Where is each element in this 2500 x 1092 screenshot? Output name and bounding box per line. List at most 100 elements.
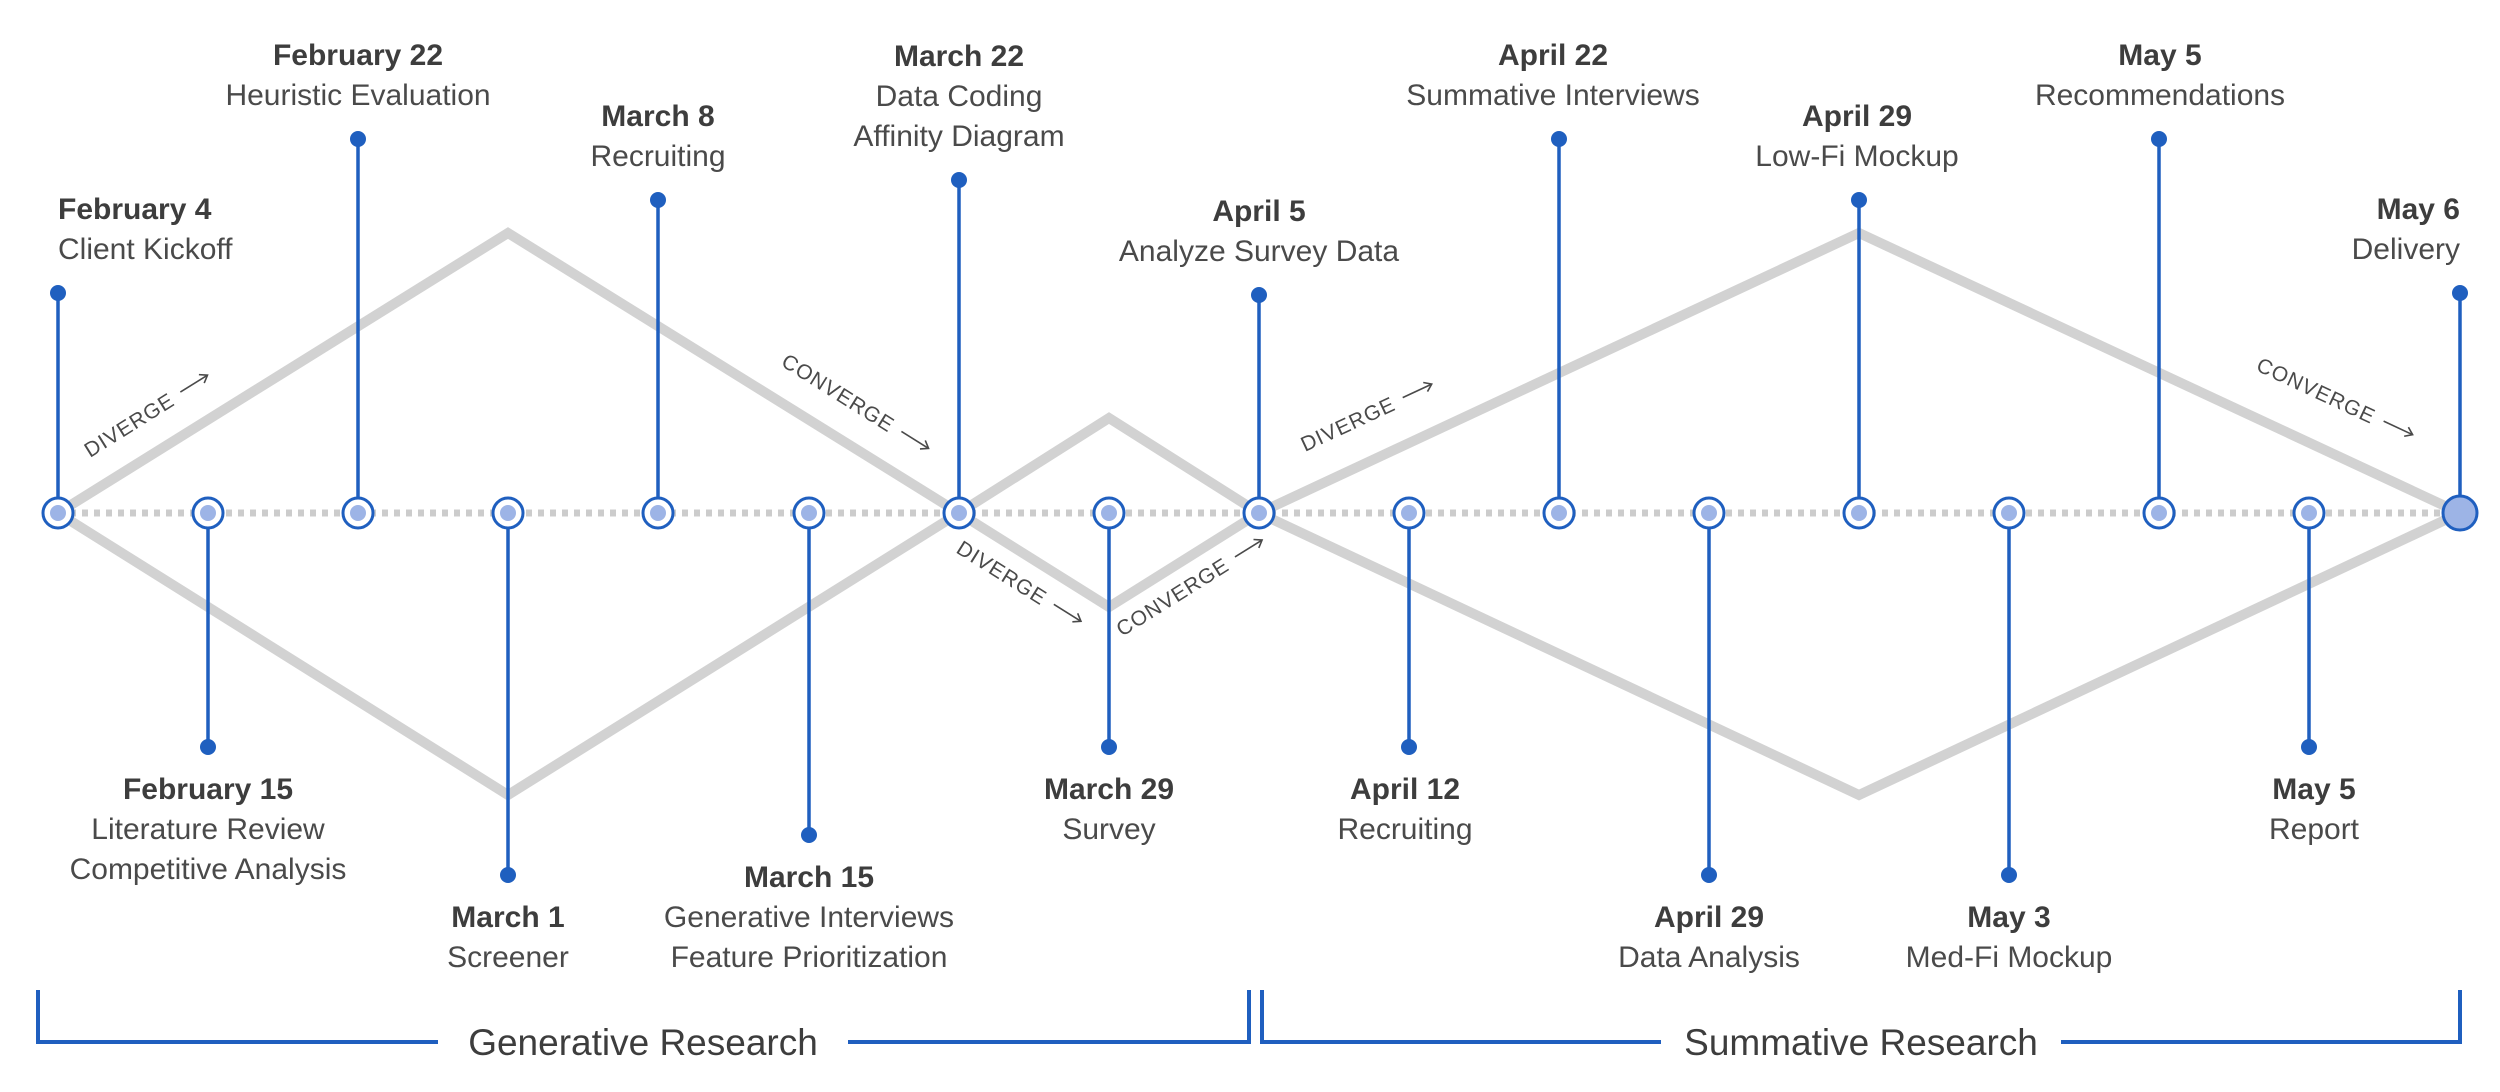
arrow-head-icon [1253,538,1264,549]
converge-text: CONVERGE [2253,354,2379,429]
milestone-6-date: March 15 [744,861,874,894]
milestone-10-end-dot [1401,739,1417,755]
milestone-5-activity-1: Recruiting [590,140,725,173]
milestone-17-date: May 6 [2377,193,2460,226]
arrow-head-icon [1072,613,1083,623]
milestone-7-activity-1: Data Coding [876,80,1043,113]
milestone-5-date: March 8 [601,100,714,133]
diverge-text: DIVERGE [952,537,1050,610]
arrow-line [1234,539,1263,558]
milestone-10-activity-1: Recruiting [1337,813,1472,846]
milestone-13-activity-1: Low-Fi Mockup [1755,140,1958,173]
phase-2-label: Summative Research [1684,1022,2038,1063]
arrow-line [2383,420,2413,436]
milestone-10-label: April 12 Recruiting [1337,773,1472,846]
phase-brackets: Generative Research Summative Research [36,990,2462,1063]
milestone-16-activity-1: Report [2269,813,2360,846]
milestone-11-date: April 22 [1498,39,1608,72]
milestone-4-node-center [500,505,516,521]
milestone-13-label: April 29 Low-Fi Mockup [1755,100,1958,173]
milestone-17-end-dot [2452,285,2468,301]
milestone-6-end-dot [801,827,817,843]
arrow-line [1053,603,1082,622]
diverge-text: DIVERGE [1297,393,1399,457]
milestone-6-activity-2: Feature Prioritization [671,941,948,974]
milestone-7-node-center [951,505,967,521]
milestone-11-label: April 22 Summative Interviews [1406,39,1699,112]
milestone-7-activity-2: Affinity Diagram [853,120,1064,153]
milestone-9-activity-1: Analyze Survey Data [1119,235,1399,268]
milestone-15-node-center [2151,505,2167,521]
milestone-15-end-dot [2151,131,2167,147]
milestone-14-date: May 3 [1967,901,2050,934]
milestone-12-label: April 29 Data Analysis [1618,901,1800,974]
milestone-3-date: February 22 [273,39,443,72]
milestone-17-activity-1: Delivery [2352,233,2460,266]
milestone-nodes [41,494,2479,532]
milestone-14-activity-1: Med-Fi Mockup [1906,941,2113,974]
milestone-2-activity-1: Literature Review [91,813,325,846]
milestone-14-label: May 3 Med-Fi Mockup [1906,901,2113,974]
milestone-13-end-dot [1851,192,1867,208]
phase-1-bracket-left [36,990,438,1044]
diverge-label-1: DIVERGE [80,373,209,462]
milestone-12-end-dot [1701,867,1717,883]
milestone-3-label: February 22 Heuristic Evaluation [225,39,490,112]
phase-2-bracket-right [2061,990,2462,1044]
milestone-13-date: April 29 [1802,100,1912,133]
milestone-3-end-dot [350,131,366,147]
milestone-10-node-center [1401,505,1417,521]
milestone-8-activity-1: Survey [1062,813,1155,846]
arrow-head-icon [198,373,209,384]
milestone-1-date: February 4 [58,193,212,226]
milestone-15-activity-1: Recommendations [2035,79,2285,112]
milestone-16-node-center [2301,505,2317,521]
milestone-11-activity-1: Summative Interviews [1406,79,1699,112]
milestone-8-node-center [1101,505,1117,521]
phase-2-bracket-left [1260,990,1661,1044]
phase-1-label: Generative Research [468,1022,818,1063]
milestone-1-label: February 4 Client Kickoff [58,193,233,266]
milestone-5-end-dot [650,192,666,208]
milestone-12-date: April 29 [1654,901,1764,934]
milestone-16-end-dot [2301,739,2317,755]
milestone-2-date: February 15 [123,773,293,806]
milestone-12-node-center [1701,505,1717,521]
arrow-line [179,374,208,393]
milestone-11-node-center [1551,505,1567,521]
milestone-4-end-dot [500,867,516,883]
arrow-head-icon [1423,381,1433,392]
milestone-6-activity-1: Generative Interviews [664,901,954,934]
milestone-15-date: May 5 [2118,39,2201,72]
arrow-head-icon [919,440,930,450]
milestone-11-end-dot [1551,131,1567,147]
milestone-4-activity-1: Screener [447,941,569,974]
milestone-2-node-center [200,505,216,521]
milestone-12-activity-1: Data Analysis [1618,941,1800,974]
milestone-14-end-dot [2001,867,2017,883]
milestone-2-label: February 15 Literature ReviewCompetitive … [70,773,347,886]
milestone-5-node-center [650,505,666,521]
milestone-17-label: May 6 Delivery [2352,193,2460,266]
milestone-9-end-dot [1251,287,1267,303]
milestone-8-end-dot [1101,739,1117,755]
phase-1-bracket-right [848,990,1251,1044]
milestone-4-date: March 1 [451,901,564,934]
milestone-2-end-dot [200,739,216,755]
milestone-3-activity-1: Heuristic Evaluation [225,79,490,112]
milestone-7-date: March 22 [894,40,1024,73]
milestone-1-activity-1: Client Kickoff [58,233,233,266]
milestone-5-label: March 8 Recruiting [590,100,725,173]
milestone-10-date: April 12 [1350,773,1460,806]
milestone-2-activity-2: Competitive Analysis [70,853,347,886]
milestone-17-final-node [2441,494,2479,532]
milestone-15-label: May 5 Recommendations [2035,39,2285,112]
milestone-4-label: March 1 Screener [447,901,569,974]
milestone-6-node-center [801,505,817,521]
